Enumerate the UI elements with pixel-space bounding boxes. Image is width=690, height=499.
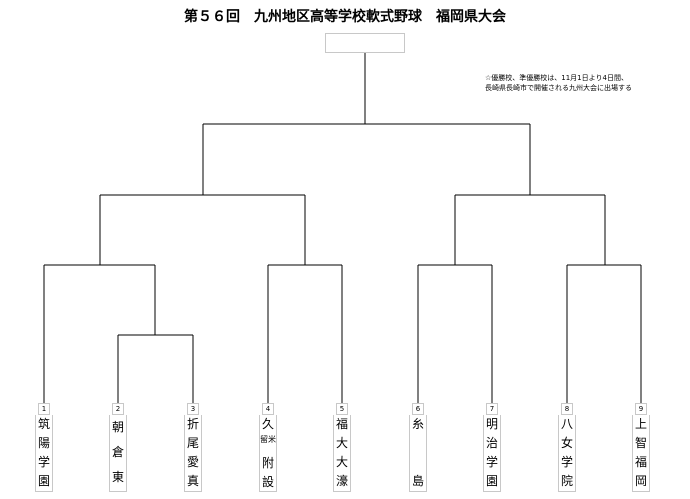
team-seed-number: 4	[262, 403, 274, 415]
team-name: 福大大濠	[333, 415, 351, 492]
team-name-char: 留米	[260, 435, 276, 444]
team-seed-number: 3	[187, 403, 199, 415]
team-name-char: 筑	[37, 417, 50, 431]
team-seed-number: 1	[38, 403, 50, 415]
team-name: 糸島	[409, 415, 427, 492]
team-name-char: 真	[186, 474, 199, 488]
team-name-char: 折	[186, 417, 199, 431]
qualification-note: ☆優勝校、準優勝校は、11月1日より4日間、 長崎県長崎市で開催される九州大会に…	[485, 74, 632, 92]
team-name-char: 倉	[111, 445, 124, 459]
team-name-char: 学	[560, 455, 573, 469]
page-title: 第５６回 九州地区高等学校軟式野球 福岡県大会	[184, 9, 506, 25]
team-name-char: 島	[411, 474, 424, 488]
team-name: 上智福岡	[632, 415, 650, 492]
team-name-char: 朝	[111, 420, 124, 434]
team-name-char: 明	[485, 417, 498, 431]
team-name: 八女学院	[558, 415, 576, 492]
team-name-char: 園	[485, 474, 498, 488]
team-name-char: 智	[634, 436, 647, 450]
team-name: 朝倉東	[109, 415, 127, 492]
team-name-char: 設	[261, 475, 274, 489]
team-seed-number: 9	[635, 403, 647, 415]
team-name-char: 福	[634, 455, 647, 469]
team-seed-number: 6	[412, 403, 424, 415]
team-seed-number: 7	[486, 403, 498, 415]
team-name-char: 園	[37, 474, 50, 488]
team-seed-number: 2	[112, 403, 124, 415]
team-seed-number: 8	[561, 403, 573, 415]
champion-box	[325, 33, 405, 53]
team-name-char: 学	[37, 455, 50, 469]
team-name-char: 久	[261, 417, 274, 431]
team-name-char	[410, 453, 426, 472]
team-name: 筑陽学園	[35, 415, 53, 492]
team-name-char: 上	[634, 417, 647, 431]
team-name-char: 福	[335, 417, 348, 431]
team-name-char: 院	[560, 474, 573, 488]
team-name-char: 愛	[186, 455, 199, 469]
team-name: 折尾愛真	[184, 415, 202, 492]
team-name-char	[410, 434, 426, 453]
team-seed-number: 5	[336, 403, 348, 415]
team-name-char: 尾	[186, 436, 199, 450]
team-name-char: 八	[560, 417, 573, 431]
team-name-char: 東	[111, 470, 124, 484]
team-name-char: 大	[335, 455, 348, 469]
team-name-char: 糸	[411, 417, 424, 431]
team-name-char: 大	[335, 436, 348, 450]
team-name-char: 陽	[37, 436, 50, 450]
team-name-char: 岡	[634, 474, 647, 488]
team-name-char: 治	[485, 436, 498, 450]
team-name-char: 学	[485, 455, 498, 469]
team-name-char: 附	[261, 456, 274, 470]
team-name: 明治学園	[483, 415, 501, 492]
team-name-char: 濠	[335, 474, 348, 488]
team-name: 久留米附設	[259, 415, 277, 492]
team-name-char: 女	[560, 436, 573, 450]
